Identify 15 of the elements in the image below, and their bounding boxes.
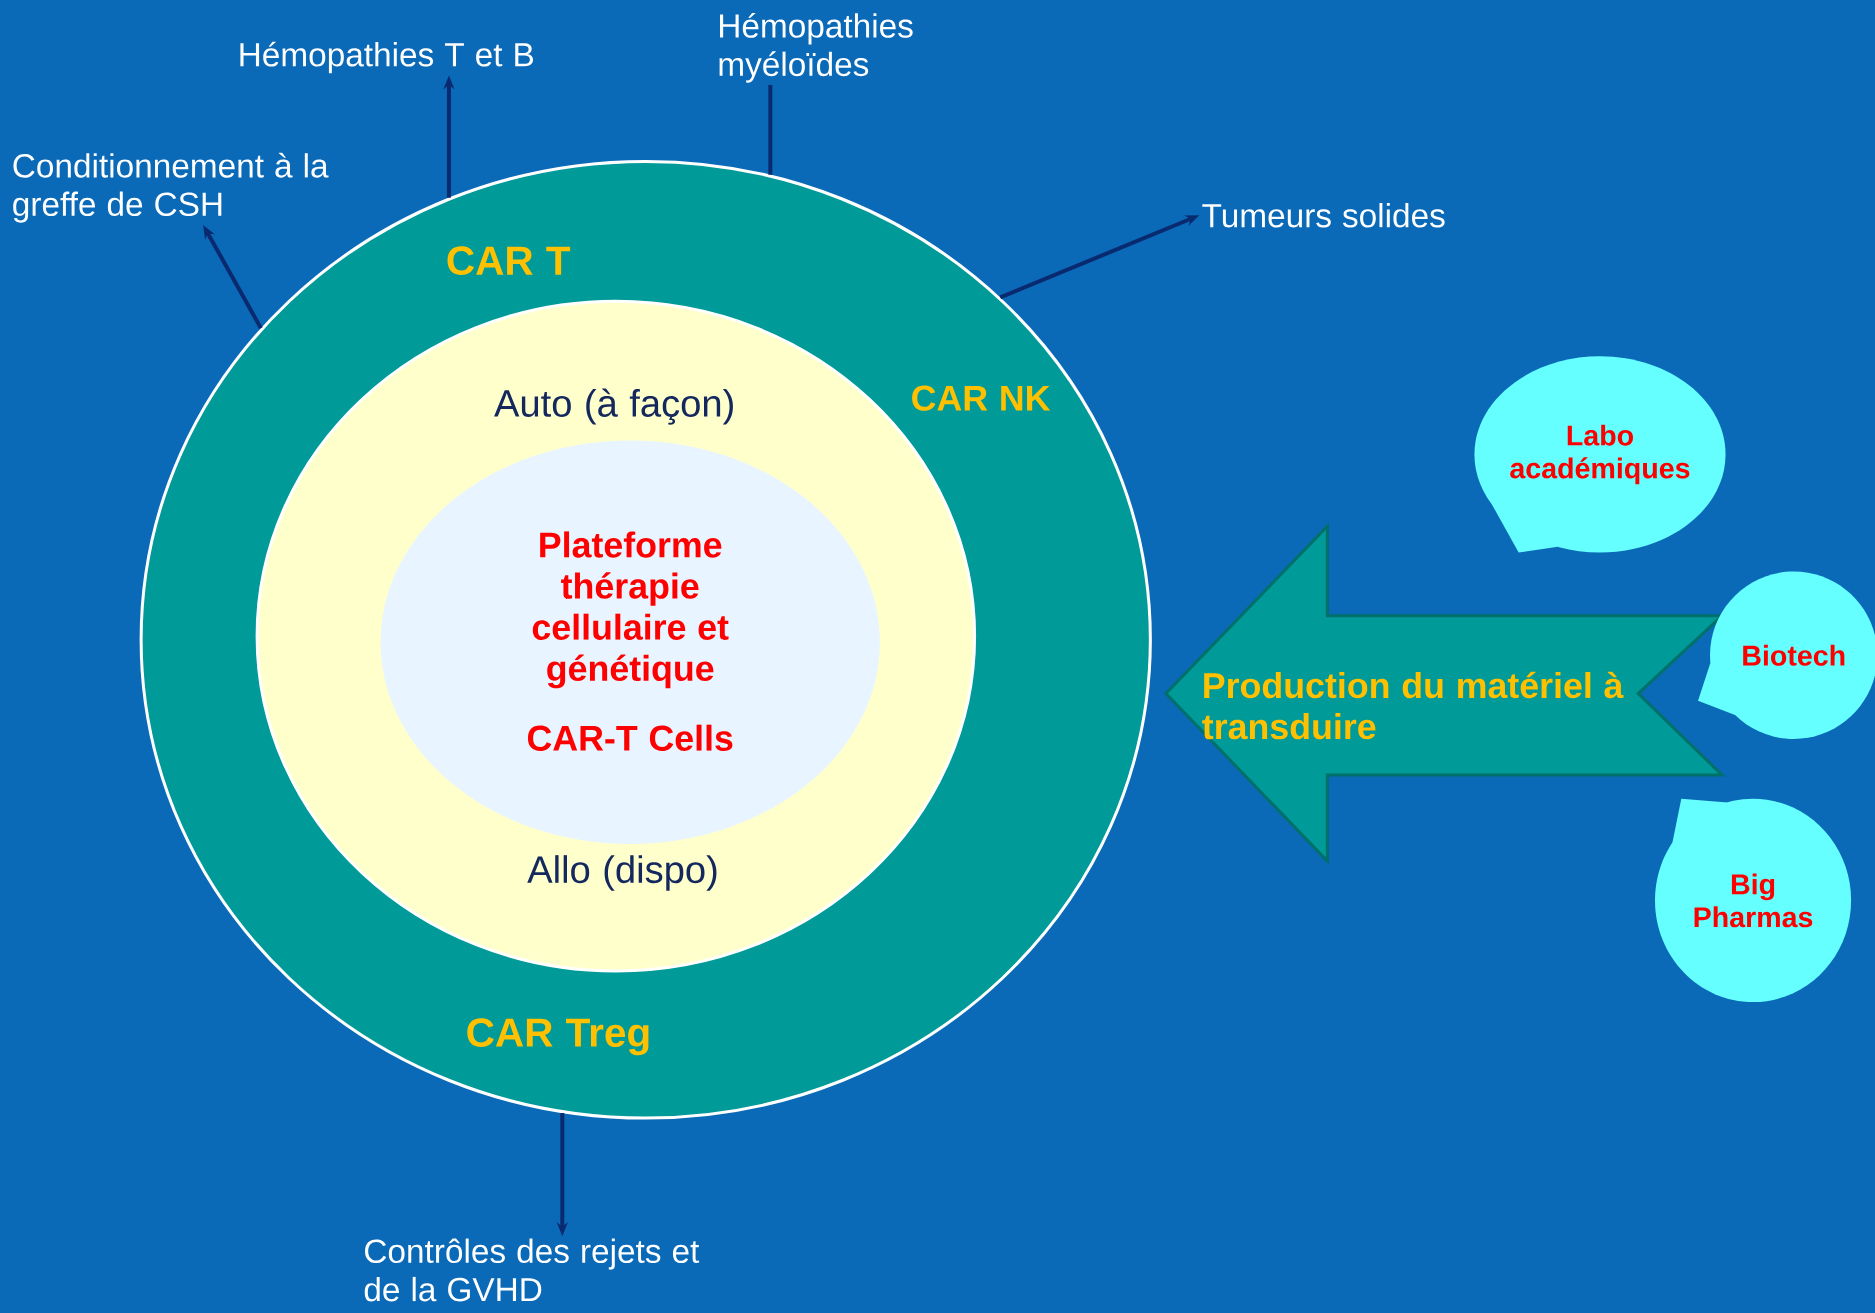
outcome-label: Hémopathies T et B	[240, 41, 533, 74]
speech-bubble: Biotech	[1698, 571, 1875, 739]
ellipse-label: Allo (dispo)	[527, 855, 717, 891]
ring-label: CAR NK	[912, 385, 1051, 411]
speech-bubble: Big Pharmas	[1655, 798, 1852, 1003]
outcome-label: Tumeurs solides	[1202, 203, 1445, 228]
outcome-label: Contrôles des rejets et de la GVHD	[364, 1238, 700, 1302]
center-label: CAR-T Cells	[527, 724, 733, 751]
outcome-label: Conditionnement à la greffe de CSH	[13, 152, 329, 223]
ring-label: CAR T	[447, 246, 571, 276]
speech-bubble: Labo académiques	[1474, 356, 1726, 553]
center-label: Plateforme thérapie cellulaire et génétique	[532, 531, 729, 689]
ring-label: CAR Treg	[467, 1018, 649, 1056]
outcome-label: Hémopathies myéloïdes	[719, 12, 913, 83]
ellipse-label: Auto (à façon)	[494, 388, 733, 425]
